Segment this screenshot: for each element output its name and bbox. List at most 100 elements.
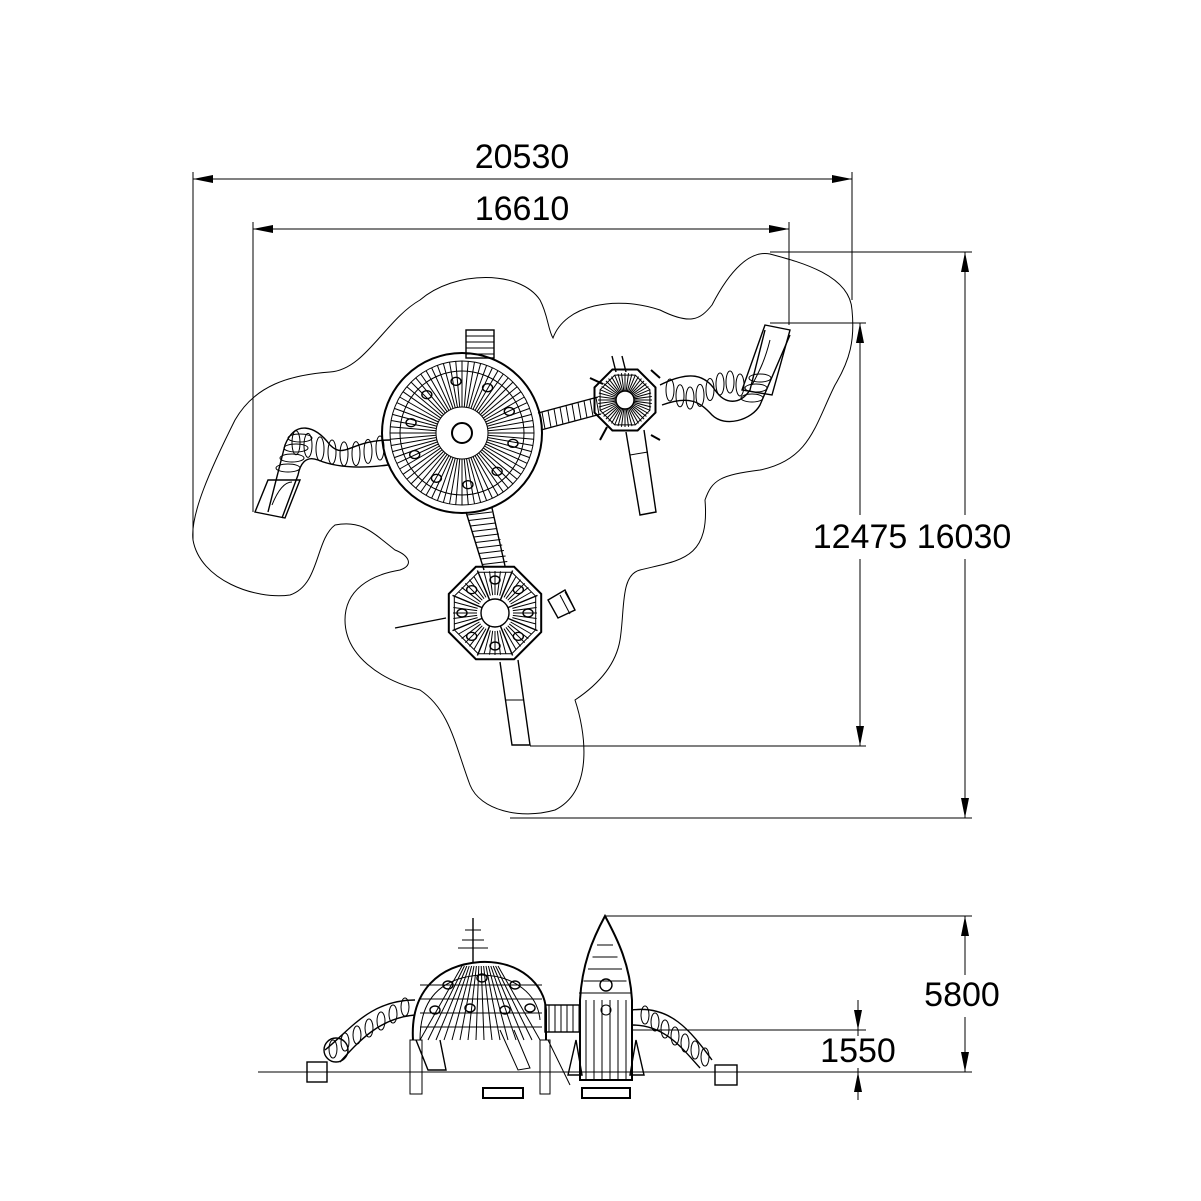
ladder-top-plan xyxy=(465,329,495,359)
bridge-plank xyxy=(589,399,594,417)
dome-rib xyxy=(470,365,488,409)
roof-rib xyxy=(627,408,636,426)
porthole xyxy=(465,631,478,642)
tube-ring xyxy=(376,1011,386,1031)
tube-ring xyxy=(685,386,695,410)
dome-rib xyxy=(481,386,518,417)
porthole xyxy=(465,584,478,595)
dome-rib xyxy=(478,452,509,489)
dome-rib xyxy=(406,386,443,417)
dim-label-inner-width: 16610 xyxy=(475,190,570,228)
roof-rib xyxy=(499,572,507,596)
dome-rib xyxy=(415,377,446,414)
roof-rib xyxy=(608,406,620,422)
bridge-plank xyxy=(480,555,506,560)
dim-label-overall-depth: 16030 xyxy=(917,518,1012,556)
roof-rib xyxy=(599,389,617,398)
roof-rib xyxy=(633,401,652,408)
tube-ring xyxy=(327,439,337,465)
dome-rib xyxy=(485,965,501,1041)
tube-ring xyxy=(705,378,715,402)
arrow-right xyxy=(769,225,789,233)
arrow-down xyxy=(854,1010,862,1030)
roof-rib xyxy=(458,621,480,635)
dome-rib xyxy=(468,363,482,409)
arrow-up xyxy=(961,916,969,936)
arrow-left xyxy=(193,175,213,183)
tube-ring xyxy=(364,1018,374,1038)
dome-rib xyxy=(459,965,475,1041)
bridge-plank xyxy=(553,408,558,426)
tube-ring xyxy=(700,1047,710,1067)
dome-rib xyxy=(390,426,437,432)
porthole xyxy=(421,389,433,400)
dome-rib xyxy=(415,452,446,489)
porthole xyxy=(429,1005,441,1015)
roof-rib xyxy=(617,408,624,427)
dome-rib xyxy=(467,965,477,1041)
tube-ring xyxy=(680,1033,690,1053)
roof-rib xyxy=(598,401,617,408)
dome-rib xyxy=(425,455,450,496)
bridge-plank xyxy=(475,539,501,543)
porthole xyxy=(503,406,516,417)
dome-rib xyxy=(472,456,493,499)
roof-rib xyxy=(508,587,529,603)
porthole xyxy=(476,973,488,983)
roof-rib xyxy=(626,373,633,392)
porthole xyxy=(507,438,519,449)
roof-rib xyxy=(501,629,512,652)
bridge-plank xyxy=(571,403,576,422)
roof-rib xyxy=(483,572,491,596)
dome-rib xyxy=(495,965,533,1041)
porthole xyxy=(512,631,525,642)
dome-rib xyxy=(478,377,509,414)
roof-rib xyxy=(608,378,620,394)
dome-rib xyxy=(483,965,493,1041)
dome-rib xyxy=(443,965,470,1041)
porthole xyxy=(408,449,421,460)
dome-rib xyxy=(463,361,469,408)
dome-rib xyxy=(487,434,534,440)
tube-ring xyxy=(400,997,410,1017)
dome-rib xyxy=(484,396,525,421)
roof-rib xyxy=(503,628,517,650)
dome-rib xyxy=(406,449,443,480)
roof-rib xyxy=(605,380,619,394)
dim-label-total-height: 5800 xyxy=(924,976,1000,1014)
roof-rib xyxy=(599,402,617,411)
arrow-left xyxy=(253,225,273,233)
dome-rib xyxy=(391,420,437,429)
roof-rib xyxy=(601,404,618,414)
tube-ring xyxy=(339,441,349,467)
dome-rib xyxy=(492,965,525,1041)
porthole xyxy=(405,417,417,428)
porthole xyxy=(489,575,501,585)
bridge-plank xyxy=(468,517,494,521)
dome-rib xyxy=(396,402,439,423)
tube-slide-left-plan xyxy=(254,427,391,519)
bridge-plank xyxy=(470,522,496,527)
roof-rib xyxy=(632,404,649,414)
tube-exit xyxy=(323,1037,349,1063)
tube-ring xyxy=(351,441,361,467)
roof-rib xyxy=(633,395,652,400)
dome-rib xyxy=(474,370,499,411)
tube-ring xyxy=(388,1004,398,1024)
tube-ring xyxy=(660,1019,670,1039)
roof-rib xyxy=(461,587,482,603)
arrow-down xyxy=(961,798,969,818)
arrow-up xyxy=(961,252,969,272)
roof-rib xyxy=(473,576,487,598)
arrow-right xyxy=(832,175,852,183)
bridge-plank xyxy=(472,528,498,532)
roof-rib xyxy=(626,408,633,427)
roof-rib xyxy=(620,373,625,392)
dome-rib xyxy=(402,391,441,419)
dome-rib xyxy=(463,458,469,505)
dome-rib xyxy=(486,413,532,427)
arrow-down xyxy=(961,1052,969,1072)
dome-rib xyxy=(436,365,454,409)
dome-rib xyxy=(466,362,475,408)
dome-rib xyxy=(481,449,518,480)
